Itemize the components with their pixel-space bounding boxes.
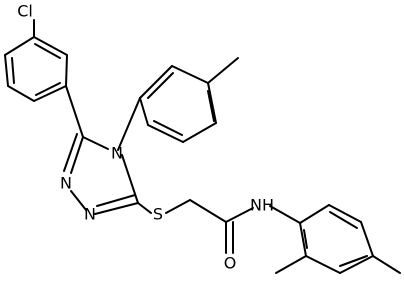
oxygen-label: O [224, 254, 237, 273]
atom-labels: Cl N N N S O NH [17, 2, 274, 273]
bond [94, 202, 139, 215]
bond [360, 221, 374, 257]
bond [33, 85, 67, 102]
bond [305, 255, 341, 274]
bond [4, 36, 35, 56]
bond [11, 57, 15, 84]
bond [339, 255, 368, 267]
bond [299, 204, 330, 224]
bond [165, 199, 191, 214]
bond [225, 207, 254, 223]
methyl-bond [372, 255, 401, 274]
bond [63, 133, 78, 172]
bond [35, 82, 61, 96]
tolyl-ring [117, 57, 239, 151]
bond [303, 229, 308, 249]
bond [153, 120, 183, 136]
triazole-n2-label: N [84, 205, 96, 224]
bond [70, 190, 87, 211]
triazole-n1-label: N [60, 174, 72, 193]
bond [207, 82, 217, 124]
triazole-n4-label: N [111, 144, 123, 163]
bond [82, 136, 109, 150]
bond [33, 36, 68, 56]
amide-nh-label: NH [250, 196, 274, 215]
bond [171, 65, 209, 84]
bond [7, 85, 35, 102]
methyl-bond [207, 57, 239, 84]
bond [147, 124, 184, 143]
bond [34, 43, 61, 59]
bond [299, 222, 307, 257]
bond [137, 202, 152, 214]
bond [139, 97, 149, 126]
bond [70, 136, 84, 174]
bond [189, 199, 227, 223]
dimethylphenyl-ring [275, 204, 401, 274]
bond [65, 85, 84, 138]
bond [269, 205, 301, 224]
triazole-ring [63, 133, 139, 215]
bond [117, 97, 141, 151]
chlorophenyl-ring [4, 19, 68, 102]
bond [182, 122, 217, 143]
bond [65, 54, 68, 87]
sulfur-label: S [153, 205, 163, 224]
bond [139, 65, 173, 99]
bond [328, 204, 362, 223]
bond [339, 255, 374, 274]
bond [207, 90, 215, 122]
bond [329, 211, 358, 229]
bond [4, 54, 9, 87]
bond [147, 72, 174, 99]
bond [96, 194, 136, 207]
thioacetamide-chain [137, 199, 301, 254]
chlorine-label: Cl [17, 2, 33, 21]
methyl-bond [275, 255, 307, 274]
